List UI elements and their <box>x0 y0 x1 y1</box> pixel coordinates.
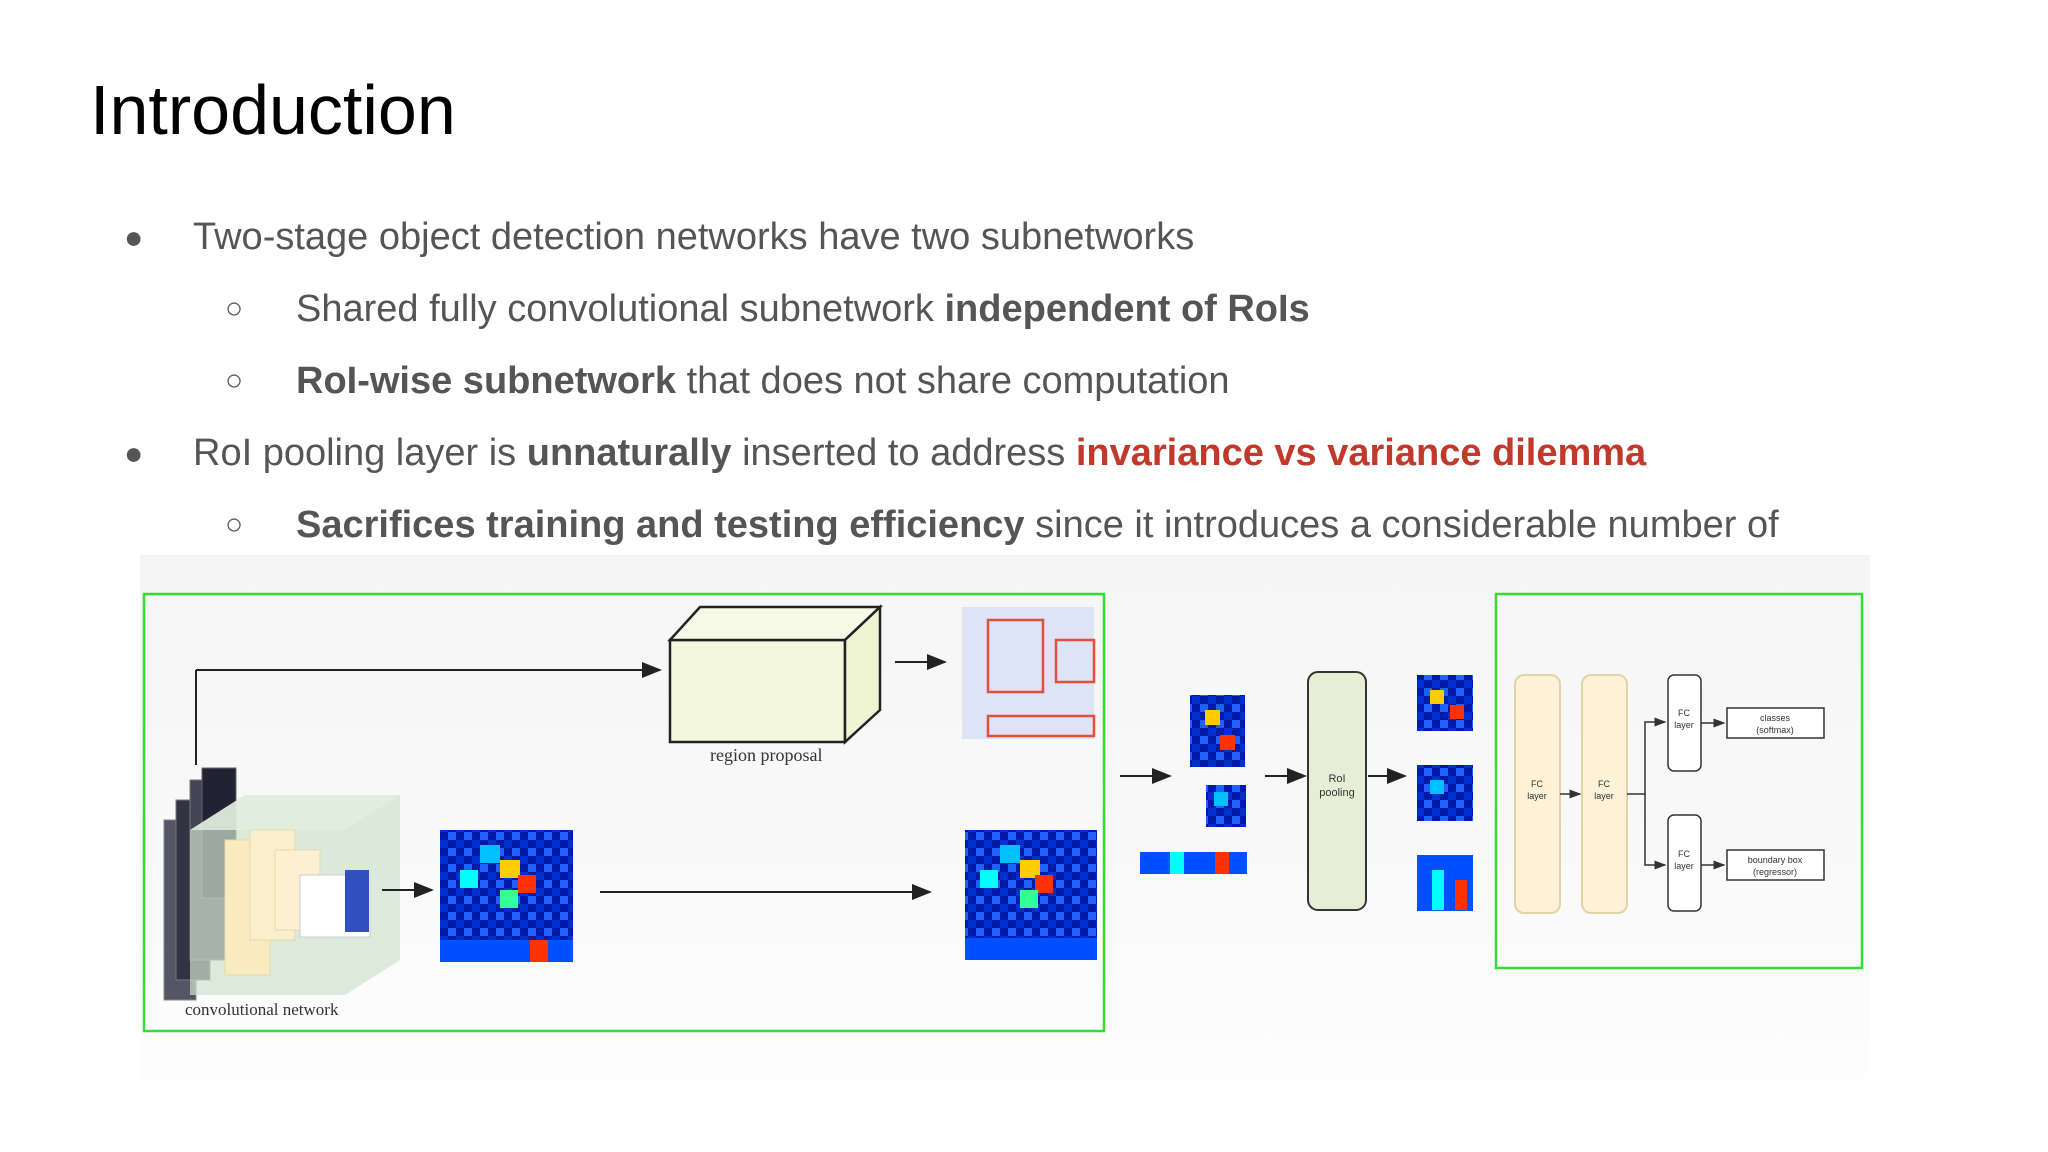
roi-wise-subnetwork-box <box>1494 592 1864 970</box>
classes-label: (softmax) <box>1756 725 1794 735</box>
roi-pooling-label: pooling <box>1319 787 1354 799</box>
feature-map-heatmap <box>440 830 573 962</box>
fc-layer-label: layer <box>1674 720 1694 730</box>
fc-layer-label: FC <box>1531 779 1543 789</box>
highlighted-phrase: invariance vs variance dilemma <box>1075 432 1647 474</box>
sub-bullet-marker: ○ <box>225 508 244 541</box>
region-proposal-cube <box>667 604 884 745</box>
conv-network-icon <box>190 795 400 995</box>
sub-bullet-item: ○ Sacrifices training and testing effici… <box>0 500 2000 550</box>
fc-layer-label: layer <box>1674 861 1694 871</box>
bbox-label: boundary box <box>1748 855 1803 865</box>
fc-layers <box>1514 674 1825 914</box>
slide-title: Introduction <box>90 71 456 149</box>
bullet-marker: ● <box>124 219 144 255</box>
bullet-item: ● Two-stage object detection networks ha… <box>0 212 2000 262</box>
roi-pooling-label: RoI <box>1328 773 1345 785</box>
region-proposals-image <box>962 607 1096 739</box>
sub-bullet-text: Sacrifices training and testing efficien… <box>296 504 1779 546</box>
bullet-marker: ● <box>124 435 144 471</box>
roi-crops <box>1140 695 1247 874</box>
bbox-label: (regressor) <box>1753 867 1797 877</box>
conv-network-label: convolutional network <box>185 1000 339 1019</box>
region-proposal-label: region proposal <box>710 745 822 765</box>
bullet-item: ● RoI pooling layer is unnaturally inser… <box>0 428 2000 478</box>
shared-subnetwork-box <box>142 592 1106 1033</box>
classes-label: classes <box>1760 713 1791 723</box>
sub-bullet-text: Shared fully convolutional subnetwork in… <box>296 288 1310 330</box>
sub-bullet-marker: ○ <box>225 292 244 325</box>
bullet-text: RoI pooling layer is unnaturally inserte… <box>193 432 1647 474</box>
roi-pooling-layer <box>1307 671 1367 911</box>
fc-layer-label: FC <box>1598 779 1610 789</box>
pooled-feature-maps <box>1417 675 1473 911</box>
fc-layer-label: FC <box>1678 708 1690 718</box>
fc-layer-label: layer <box>1527 791 1547 801</box>
fc-layer-label: FC <box>1678 849 1690 859</box>
bullet-text: Two-stage object detection networks have… <box>193 216 1195 258</box>
feature-map-heatmap <box>965 830 1097 960</box>
sub-bullet-text: RoI-wise subnetwork that does not share … <box>296 360 1230 402</box>
sub-bullet-item: ○ RoI-wise subnetwork that does not shar… <box>0 356 2000 406</box>
fc-layer-label: layer <box>1594 791 1614 801</box>
sub-bullet-marker: ○ <box>225 364 244 397</box>
sub-bullet-item: ○ Shared fully convolutional subnetwork … <box>0 284 2000 334</box>
